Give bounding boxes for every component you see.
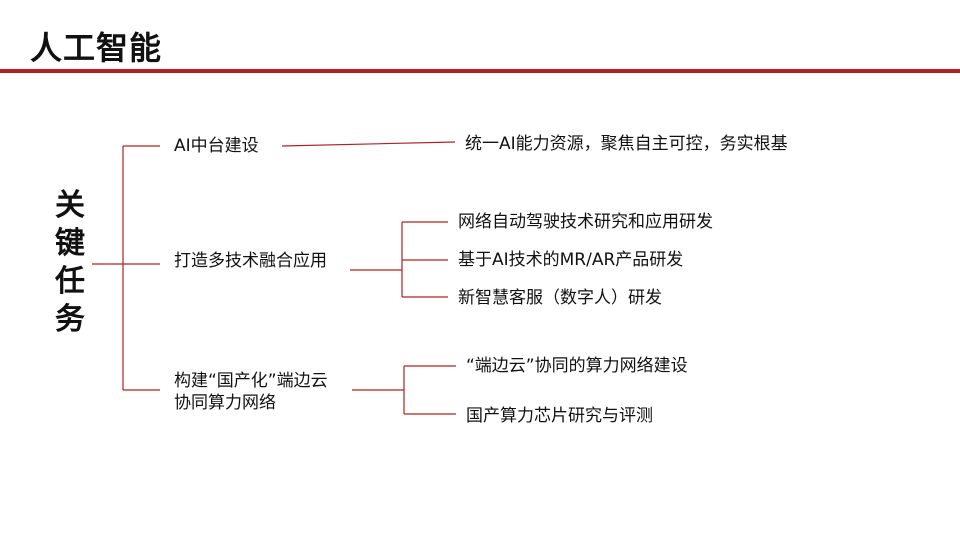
- task-1-label: AI中台建设: [174, 136, 259, 156]
- task-3-label: 构建“国产化”端边云协同算力网络: [174, 371, 328, 413]
- task-3-item-2: 国产算力芯片研究与评测: [466, 406, 653, 426]
- root-node-key-tasks: 关 键 任 务: [50, 187, 90, 339]
- task-1-detail-connector: [281, 141, 456, 147]
- title-underline: [0, 69, 960, 73]
- task-2-label: 打造多技术融合应用: [174, 251, 327, 271]
- root-char: 关: [55, 188, 85, 223]
- task-2-item-2: 基于AI技术的MR/AR产品研发: [458, 250, 684, 270]
- root-char: 键: [55, 226, 85, 261]
- page-title: 人工智能: [30, 29, 163, 67]
- task-3-item-1: “端边云”协同的算力网络建设: [466, 356, 688, 376]
- root-char: 务: [55, 302, 85, 337]
- task-1-item-1: 统一AI能力资源，聚焦自主可控，务实根基: [465, 134, 788, 154]
- task-2-item-3: 新智慧客服（数字人）研发: [458, 288, 662, 308]
- task-2-item-1: 网络自动驾驶技术研究和应用研发: [458, 212, 713, 232]
- root-char: 任: [55, 264, 85, 299]
